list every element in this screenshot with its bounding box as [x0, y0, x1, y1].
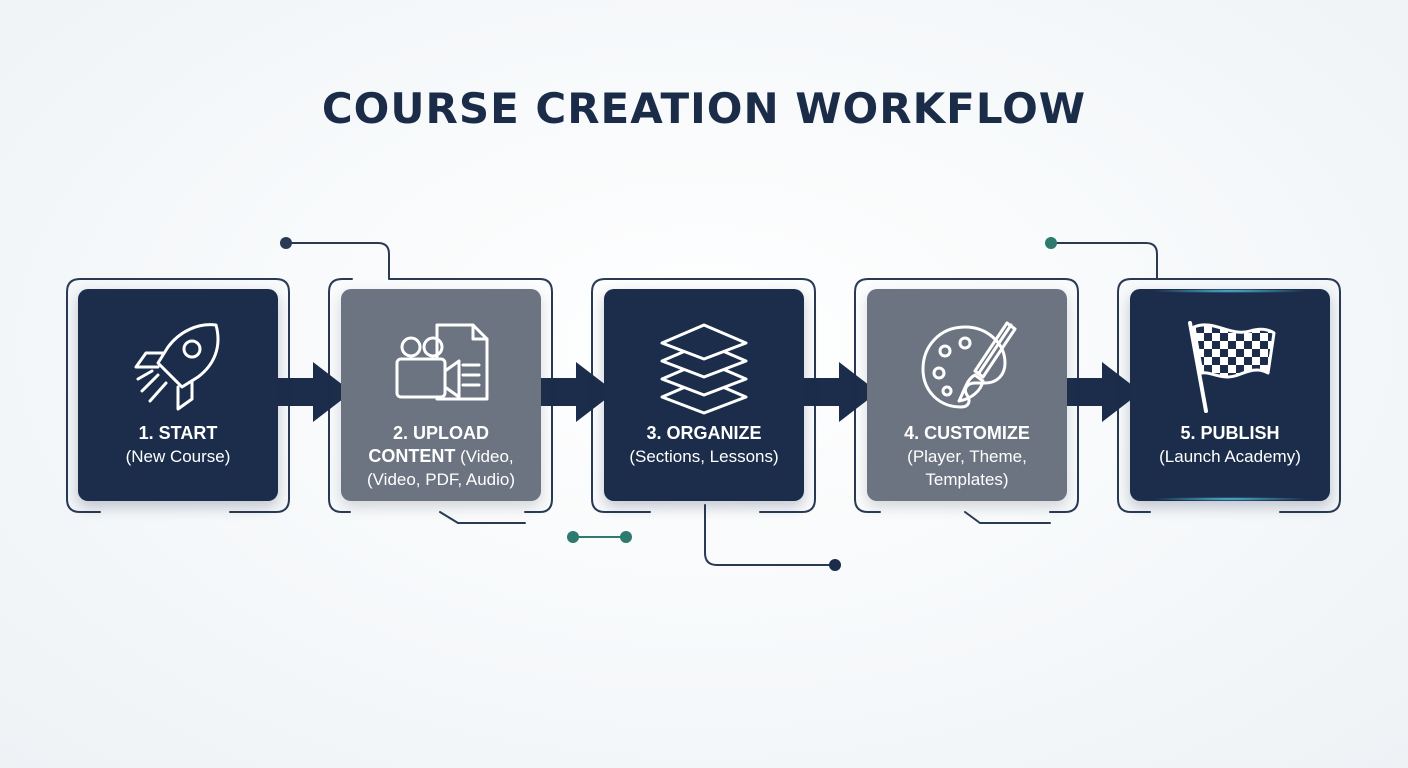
video-document-icon — [395, 323, 489, 401]
step-detail: (Video, PDF, Audio) — [366, 470, 516, 489]
step-label: 3. ORGANIZE — [646, 423, 762, 443]
connector-dot — [829, 559, 841, 571]
arrow-2-3 — [540, 362, 615, 422]
connector-dot — [567, 531, 579, 543]
step-label: 1. START — [138, 423, 218, 443]
step-customize: 4. CUSTOMIZE (Player, Theme, Templates) — [867, 289, 1067, 501]
step-frame-1 — [66, 278, 290, 513]
arrow-3-4 — [803, 362, 878, 422]
step-detail: (New Course) — [125, 447, 231, 466]
step-frame-5 — [1117, 278, 1341, 513]
step-start: 1. START (New Course) — [78, 289, 278, 501]
step-detail-inline: (Video, — [460, 447, 514, 466]
step-label-cont: CONTENT — [368, 446, 456, 466]
step-detail: (Player, Theme, — [907, 447, 1027, 466]
step-label: 5. PUBLISH — [1180, 423, 1280, 443]
step-publish: 5. PUBLISH (Launch Academy) — [1130, 289, 1330, 501]
step-frame-3 — [591, 278, 816, 513]
connector-dot — [280, 237, 292, 249]
connector-top-left — [285, 242, 390, 280]
connector-dot — [620, 531, 632, 543]
step-frame-4 — [854, 278, 1079, 524]
arrow-4-5 — [1066, 362, 1141, 422]
step-detail: (Launch Academy) — [1159, 447, 1301, 466]
connector-top-right — [1050, 242, 1158, 280]
step-detail-cont: Templates) — [925, 470, 1009, 489]
diagram-title: COURSE CREATION WORKFLOW — [321, 84, 1087, 133]
connector-dot — [1045, 237, 1057, 249]
layers-icon — [660, 323, 748, 415]
publish-glow-bottom — [1150, 497, 1310, 501]
publish-glow-top — [1150, 289, 1310, 293]
step-upload-content: 2. UPLOAD CONTENT (Video, (Video, PDF, A… — [341, 289, 541, 501]
step-detail: (Sections, Lessons) — [629, 447, 779, 466]
palette-brush-icon — [921, 321, 1017, 409]
rocket-icon — [134, 323, 220, 411]
connector-bottom-mid — [704, 504, 835, 566]
arrow-1-2 — [277, 362, 352, 422]
step-organize: 3. ORGANIZE (Sections, Lessons) — [604, 289, 804, 501]
step-label: 2. UPLOAD — [392, 423, 489, 443]
checkered-flag-icon — [1188, 321, 1276, 413]
step-label: 4. CUSTOMIZE — [904, 423, 1030, 443]
